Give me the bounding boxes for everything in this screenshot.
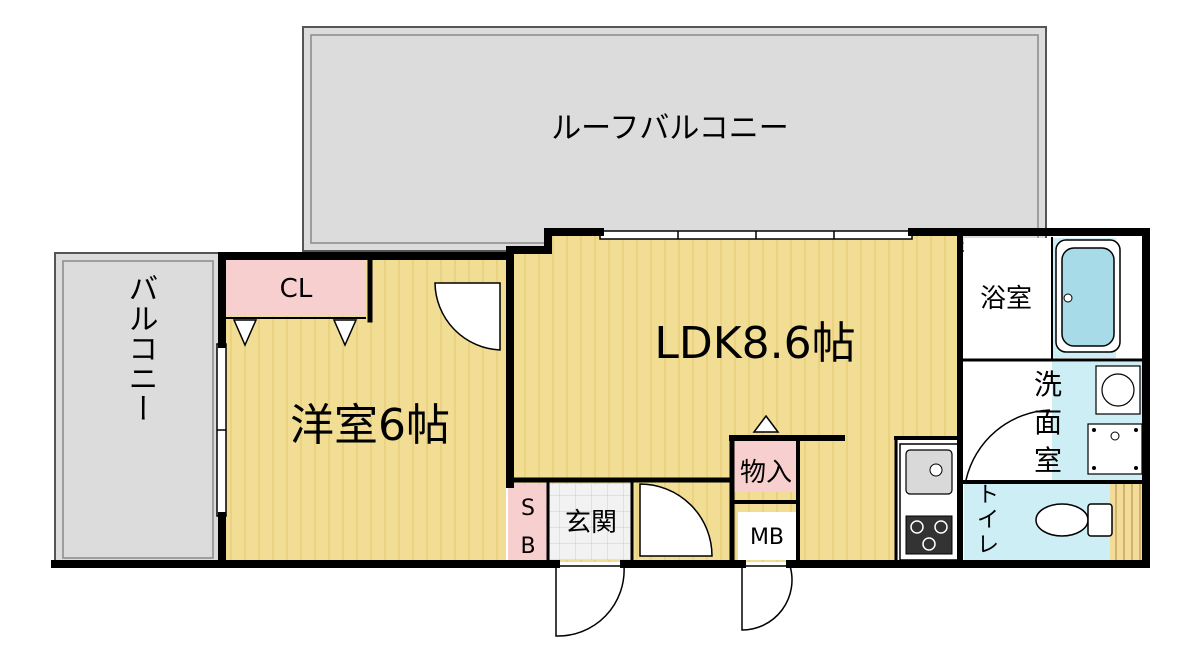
walls	[51, 228, 1150, 568]
balcony-label: バルコニー	[123, 273, 158, 423]
toilet-label-2: イ	[977, 508, 999, 533]
washroom-label-1: 洗	[1034, 368, 1062, 401]
washroom-label-2: 面	[1034, 406, 1062, 439]
closet-label: CL	[280, 274, 313, 304]
ldk-floor	[514, 236, 960, 562]
shoe-box-b: B	[520, 534, 535, 559]
ldk-label: LDK8.6帖	[654, 318, 855, 369]
closet: CL	[226, 260, 366, 347]
shoe-box-s: S	[521, 496, 535, 521]
bathroom-label: 浴室	[980, 284, 1032, 314]
meter-box: MB	[738, 512, 796, 560]
doors	[434, 282, 793, 637]
balcony: バルコニー	[54, 252, 222, 567]
washroom: 洗 面 室	[964, 362, 1144, 481]
toilet-label-3: レ	[977, 533, 999, 558]
roof-balcony-label: ルーフバルコニー	[551, 111, 789, 146]
western-room-label: 洋室6帖	[290, 400, 450, 451]
shoe-box: S B	[508, 484, 548, 560]
meter-box-label: MB	[750, 525, 784, 550]
storage-label: 物入	[740, 458, 792, 488]
entrance-label: 玄関	[565, 508, 617, 538]
toilet: ト イ レ	[964, 483, 1142, 560]
kitchen	[899, 443, 959, 561]
roof-balcony: ルーフバルコニー	[302, 26, 1047, 252]
storage: 物入	[734, 414, 798, 492]
entrance: 玄関	[550, 484, 632, 560]
washroom-label-3: 室	[1034, 444, 1062, 477]
bathroom: 浴室	[964, 238, 1121, 358]
toilet-label-1: ト	[977, 483, 999, 508]
